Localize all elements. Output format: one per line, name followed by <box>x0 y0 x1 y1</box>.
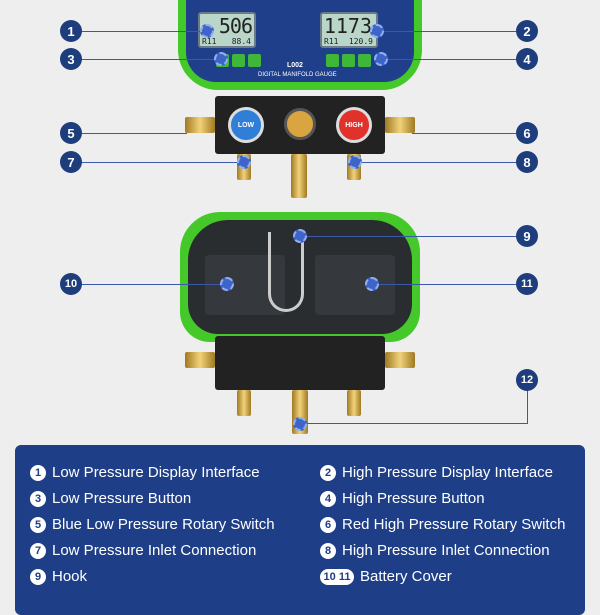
low-rotary-switch[interactable]: LOW <box>228 107 264 143</box>
legend-label: High Pressure Display Interface <box>342 464 553 481</box>
legend-label: High Pressure Inlet Connection <box>342 542 550 559</box>
legend-number: 1 <box>30 464 46 481</box>
left-side-fitting <box>185 117 215 133</box>
badge-10: 10 <box>60 273 82 295</box>
callout-line-7 <box>82 162 242 163</box>
low-button-2[interactable] <box>232 54 245 67</box>
legend-number: 7 <box>30 542 46 559</box>
marker-4 <box>374 52 388 66</box>
manifold-block-back <box>215 336 385 390</box>
marker-9 <box>293 229 307 243</box>
back-right-fitting <box>385 352 415 368</box>
low-button-3[interactable] <box>248 54 261 67</box>
legend-item-3: 3 Low Pressure Button <box>30 490 191 507</box>
legend-number: 5 <box>30 516 46 533</box>
legend-number: 3 <box>30 490 46 507</box>
callout-line-2 <box>376 31 516 32</box>
model-label: L002 <box>287 62 303 69</box>
legend-label: Red High Pressure Rotary Switch <box>342 516 566 533</box>
callout-line-5 <box>82 133 187 134</box>
legend-number: 4 <box>320 490 336 507</box>
high-button-1[interactable] <box>326 54 339 67</box>
legend-number: 8 <box>320 542 336 559</box>
legend-item-4: 4 High Pressure Button <box>320 490 485 507</box>
badge-12: 12 <box>516 369 538 391</box>
center-fitting[interactable] <box>291 154 307 198</box>
legend-item-2: 2 High Pressure Display Interface <box>320 464 553 481</box>
callout-line-4 <box>380 59 516 60</box>
legend-item-9: 9 Hook <box>30 568 87 585</box>
badge-2: 2 <box>516 20 538 42</box>
high-temp: 120.9 <box>348 37 373 46</box>
marker-10 <box>220 277 234 291</box>
device-name: DIGITAL MANIFOLD GAUGE <box>258 72 337 78</box>
low-pressure-value: 506 <box>218 14 253 38</box>
badge-9: 9 <box>516 225 538 247</box>
callout-line-1 <box>82 31 206 32</box>
marker-12 <box>293 417 307 431</box>
marker-2 <box>370 24 384 38</box>
legend-label: Low Pressure Inlet Connection <box>52 542 257 559</box>
callout-line-3 <box>82 59 220 60</box>
badge-7: 7 <box>60 151 82 173</box>
high-pressure-value: 1173 <box>323 14 372 38</box>
high-knob-label: HIGH <box>345 121 363 129</box>
callout-line-6 <box>412 133 516 134</box>
low-pressure-display: 506 R11 88.4 <box>198 12 256 48</box>
callout-line-8 <box>355 162 516 163</box>
badge-1: 1 <box>60 20 82 42</box>
badge-5: 5 <box>60 122 82 144</box>
legend-number: 2 <box>320 464 336 481</box>
high-button-2[interactable] <box>342 54 355 67</box>
badge-11: 11 <box>516 273 538 295</box>
callout-line-12 <box>300 390 528 424</box>
callout-line-11 <box>372 284 516 285</box>
hook[interactable] <box>268 232 304 312</box>
high-button-3[interactable] <box>358 54 371 67</box>
low-refrigerant: R11 <box>202 37 217 46</box>
badge-3: 3 <box>60 48 82 70</box>
battery-cover-right[interactable] <box>315 255 395 315</box>
legend-number: 10 11 <box>320 568 354 585</box>
high-refrigerant: R11 <box>324 37 339 46</box>
legend-label: Hook <box>52 568 88 585</box>
legend-label: Low Pressure Display Interface <box>52 464 260 481</box>
low-temp: 88.4 <box>231 37 251 46</box>
sight-glass <box>284 108 316 140</box>
legend-item-7: 7 Low Pressure Inlet Connection <box>30 542 256 559</box>
low-knob-label: LOW <box>237 121 255 129</box>
legend-item-1: 1 Low Pressure Display Interface <box>30 464 260 481</box>
legend-item-10-11: 10 11 Battery Cover <box>320 568 452 585</box>
back-high-fitting <box>347 390 361 416</box>
badge-4: 4 <box>516 48 538 70</box>
legend-label: Battery Cover <box>360 568 452 585</box>
marker-11 <box>365 277 379 291</box>
legend-label: Low Pressure Button <box>52 490 192 507</box>
right-side-fitting <box>385 117 415 133</box>
legend-item-6: 6 Red High Pressure Rotary Switch <box>320 516 565 533</box>
marker-1 <box>200 24 214 38</box>
marker-3 <box>214 52 228 66</box>
legend-number: 9 <box>30 568 46 585</box>
back-left-fitting <box>185 352 215 368</box>
legend-label: Blue Low Pressure Rotary Switch <box>52 516 275 533</box>
badge-8: 8 <box>516 151 538 173</box>
legend-number: 6 <box>320 516 336 533</box>
legend-item-8: 8 High Pressure Inlet Connection <box>320 542 550 559</box>
back-low-fitting <box>237 390 251 416</box>
legend-label: High Pressure Button <box>342 490 485 507</box>
marker-8 <box>348 155 362 169</box>
badge-6: 6 <box>516 122 538 144</box>
callout-line-10 <box>82 284 227 285</box>
marker-7 <box>237 155 251 169</box>
high-rotary-switch[interactable]: HIGH <box>336 107 372 143</box>
legend-item-5: 5 Blue Low Pressure Rotary Switch <box>30 516 275 533</box>
callout-line-9 <box>300 236 516 237</box>
